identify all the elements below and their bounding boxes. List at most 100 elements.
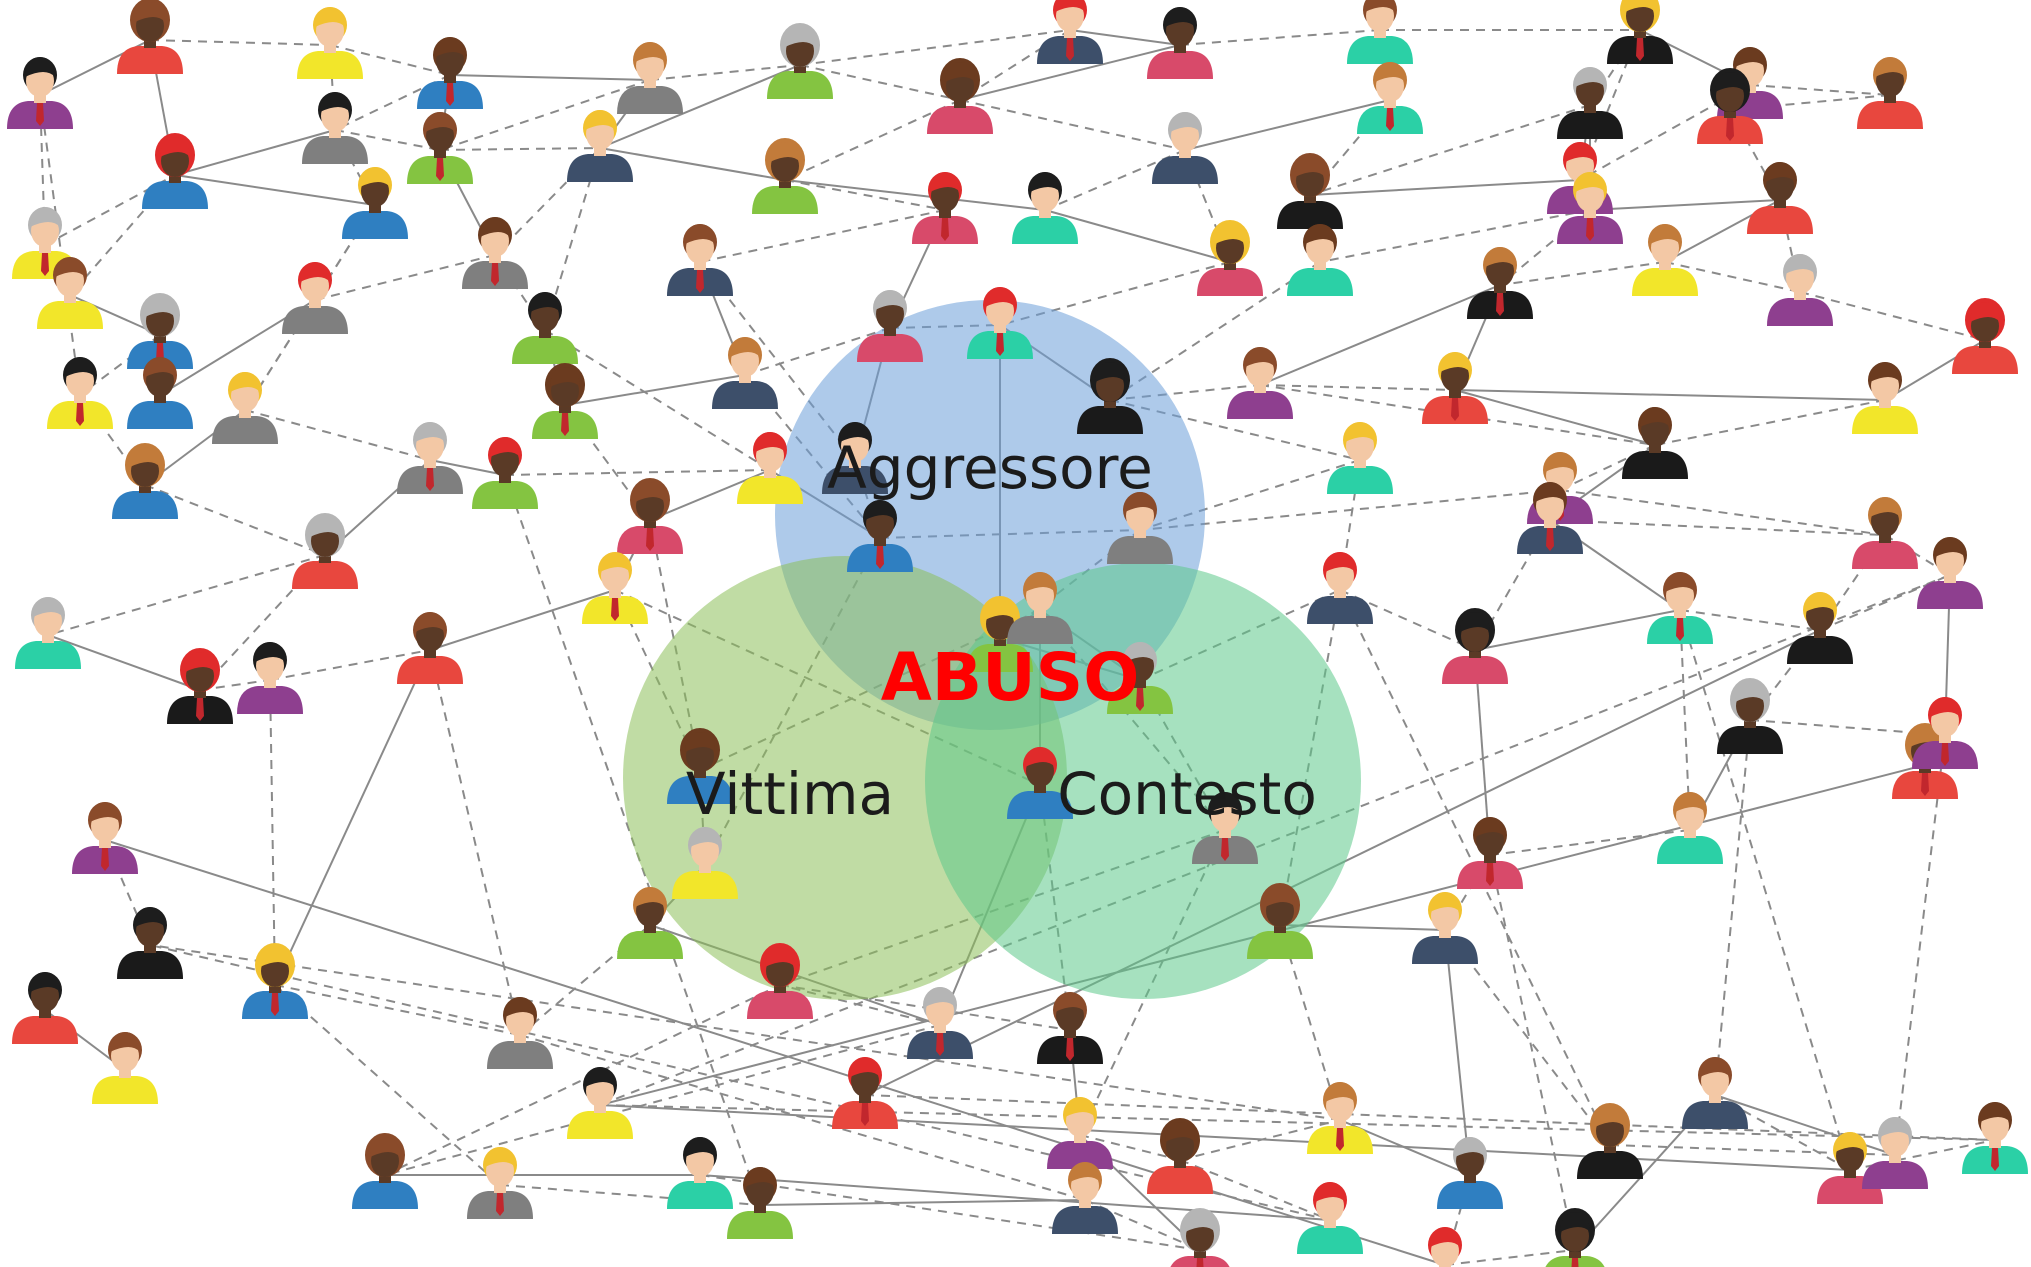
person-avatar-icon (1962, 1102, 2028, 1174)
network-edge (699, 1174, 1201, 1251)
person-avatar-icon (1307, 552, 1373, 624)
person-avatar-icon (47, 357, 113, 429)
person-avatar-icon (1197, 220, 1263, 296)
network-edge (799, 29, 1071, 66)
person-avatar-icon (1052, 1162, 1118, 1234)
person-avatar-icon (567, 110, 633, 182)
network-edge (799, 64, 961, 101)
network-edge (1679, 609, 1851, 1171)
person-avatar-icon (1412, 892, 1478, 964)
person-avatar-icon (1147, 7, 1213, 79)
person-avatar-icon (1347, 0, 1413, 64)
network-edge (269, 649, 431, 681)
person-avatar-icon (617, 887, 683, 959)
network-edge (504, 469, 771, 476)
network-edge (1179, 29, 1381, 46)
person-avatar-icon (1857, 57, 1923, 129)
person-avatar-icon (1307, 1082, 1373, 1154)
network-edge (44, 174, 176, 246)
person-avatar-icon (117, 0, 183, 74)
network-edge (274, 984, 521, 1036)
network-edge (144, 484, 326, 556)
person-avatar-icon (142, 133, 208, 209)
network-edge (1259, 284, 1501, 386)
person-avatar-icon (397, 612, 463, 684)
person-avatar-icon (1152, 112, 1218, 184)
network-edge (69, 174, 176, 296)
person-avatar-icon (127, 357, 193, 429)
person-avatar-icon (1577, 1103, 1643, 1179)
person-avatar-icon (532, 363, 598, 439)
person-avatar-icon (847, 500, 913, 572)
person-avatar-icon (1517, 482, 1583, 554)
person-avatar-icon (1037, 0, 1103, 64)
person-avatar-icon (582, 552, 648, 624)
network-edge (564, 374, 746, 406)
network-edge (1549, 519, 1886, 536)
person-avatar-icon (512, 292, 578, 364)
network-edge (1309, 104, 1591, 196)
network-edge (334, 129, 441, 151)
person-avatar-icon (712, 337, 778, 409)
person-avatar-icon (617, 478, 683, 554)
person-avatar-icon (1912, 697, 1978, 769)
network-edge (1589, 199, 1781, 211)
network-edge (429, 459, 506, 476)
network-edge (439, 79, 651, 151)
person-avatar-icon (397, 422, 463, 494)
network-edge (244, 204, 376, 411)
network-edge (959, 44, 1181, 101)
person-avatar-icon (1622, 407, 1688, 479)
network-edge (1069, 29, 1181, 46)
network-edge (1664, 261, 1801, 293)
network-edge (384, 1024, 941, 1176)
person-avatar-icon (417, 37, 483, 109)
person-avatar-icon (1607, 0, 1673, 64)
network-edge (429, 589, 616, 651)
person-avatar-icon (212, 372, 278, 444)
person-avatar-icon (302, 92, 368, 164)
people-nodes (7, 0, 2028, 1267)
person-avatar-icon (617, 42, 683, 114)
network-edge (104, 839, 1446, 1266)
person-avatar-icon (12, 972, 78, 1044)
network-edge (1679, 609, 1821, 631)
vittima-label: Vittima (686, 760, 894, 828)
person-avatar-icon (1287, 224, 1353, 296)
contesto-circle (925, 563, 1361, 999)
person-avatar-icon (1787, 592, 1853, 664)
network-edge (39, 94, 81, 396)
person-avatar-icon (1557, 172, 1623, 244)
person-avatar-icon (1647, 572, 1713, 644)
person-avatar-icon (667, 1137, 733, 1209)
network-edge (959, 99, 1186, 151)
person-avatar-icon (352, 1133, 418, 1209)
person-avatar-icon (487, 997, 553, 1069)
person-avatar-icon (1557, 67, 1623, 139)
network-edge (329, 44, 451, 76)
person-avatar-icon (752, 138, 818, 214)
network-edge (1259, 384, 1456, 391)
person-avatar-icon (407, 112, 473, 184)
person-avatar-icon (1007, 747, 1073, 819)
person-avatar-icon (1327, 422, 1393, 494)
network-edge (1079, 1134, 1181, 1161)
person-avatar-icon (1682, 1057, 1748, 1129)
person-avatar-icon (1717, 678, 1783, 754)
person-avatar-icon (112, 443, 178, 519)
network-edge (1309, 179, 1581, 196)
network-edge (1444, 929, 1611, 1146)
network-edge (544, 329, 771, 471)
person-avatar-icon (342, 167, 408, 239)
person-avatar-icon (1357, 62, 1423, 134)
network-edge (274, 649, 431, 986)
network-edge (864, 1094, 1996, 1141)
person-avatar-icon (1227, 347, 1293, 419)
network-edge (149, 944, 1331, 1221)
person-avatar-icon (1657, 792, 1723, 864)
person-avatar-icon (567, 1067, 633, 1139)
person-avatar-icon (1457, 817, 1523, 889)
person-avatar-icon (297, 7, 363, 79)
person-avatar-icon (15, 597, 81, 669)
